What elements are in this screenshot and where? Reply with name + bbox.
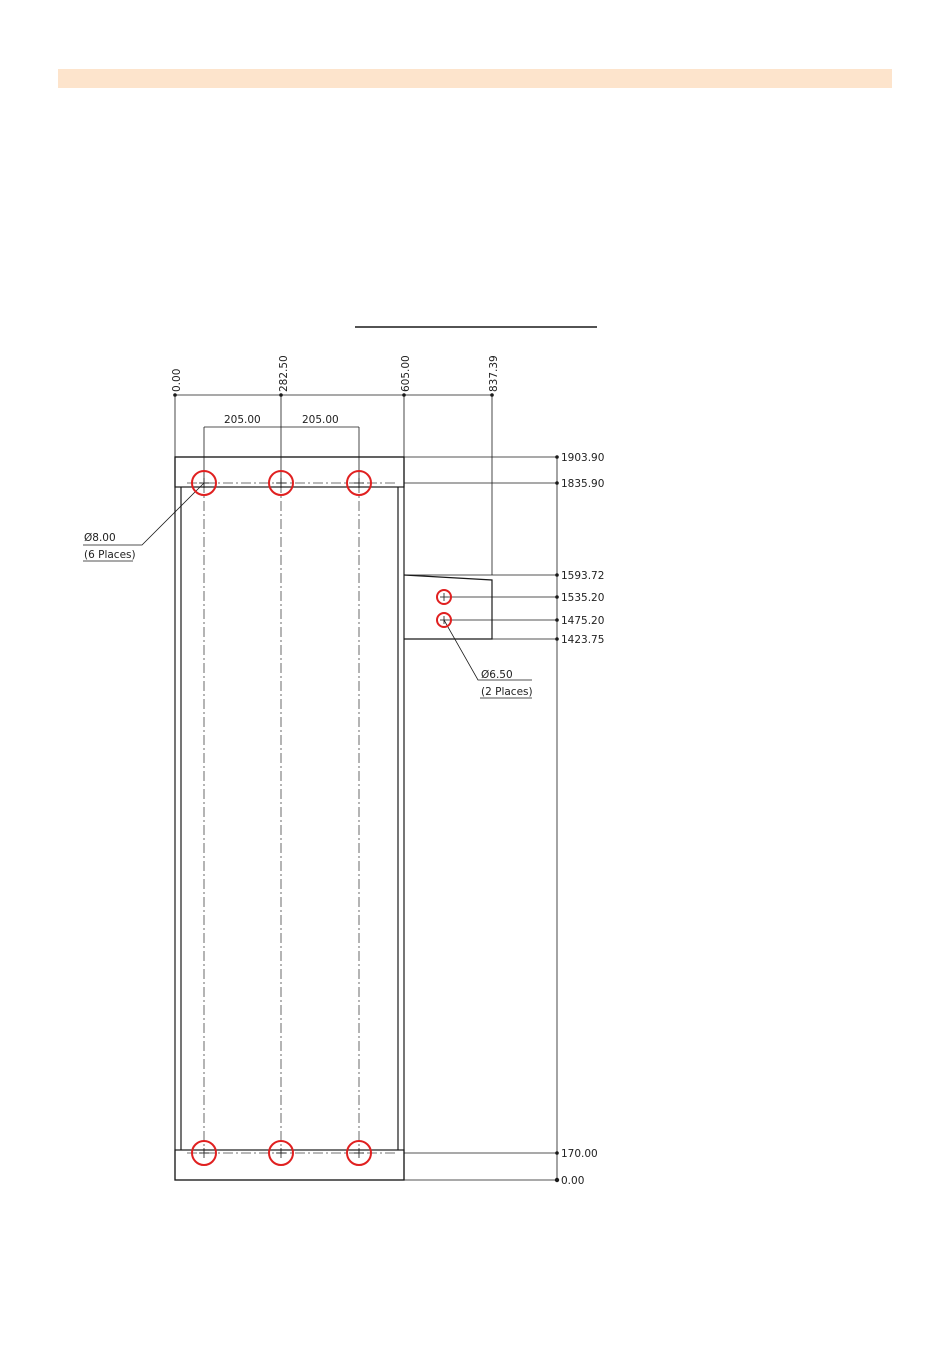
spacing-label: 205.00 bbox=[224, 414, 261, 426]
callout-small-diameter: Ø6.50 bbox=[481, 669, 513, 681]
dim-label-v: 1535.20 bbox=[561, 592, 604, 604]
dim-label-v: 1835.90 bbox=[561, 478, 604, 490]
callout-large-diameter: Ø8.00 bbox=[84, 532, 116, 544]
dim-label-v: 170.00 bbox=[561, 1148, 598, 1160]
dimension-ticks bbox=[173, 393, 559, 1182]
dim-label-h: 0.00 bbox=[171, 369, 183, 392]
center-lines bbox=[187, 483, 395, 1153]
dim-label-v: 1903.90 bbox=[561, 452, 604, 464]
part-outline bbox=[175, 457, 492, 1180]
spacing-label: 205.00 bbox=[302, 414, 339, 426]
dim-label-v: 1423.75 bbox=[561, 634, 604, 646]
dim-label-v: 1475.20 bbox=[561, 615, 604, 627]
dim-label-h: 605.00 bbox=[400, 355, 412, 392]
callout-small-count: (2 Places) bbox=[481, 686, 533, 698]
dim-label-h: 282.50 bbox=[278, 355, 290, 392]
dim-label-v: 0.00 bbox=[561, 1175, 584, 1187]
dim-label-v: 1593.72 bbox=[561, 570, 604, 582]
callout-large-count: (6 Places) bbox=[84, 549, 136, 561]
hole-crosses bbox=[199, 478, 448, 1158]
extension-lines bbox=[83, 395, 557, 1180]
dim-label-h: 837.39 bbox=[488, 355, 500, 392]
